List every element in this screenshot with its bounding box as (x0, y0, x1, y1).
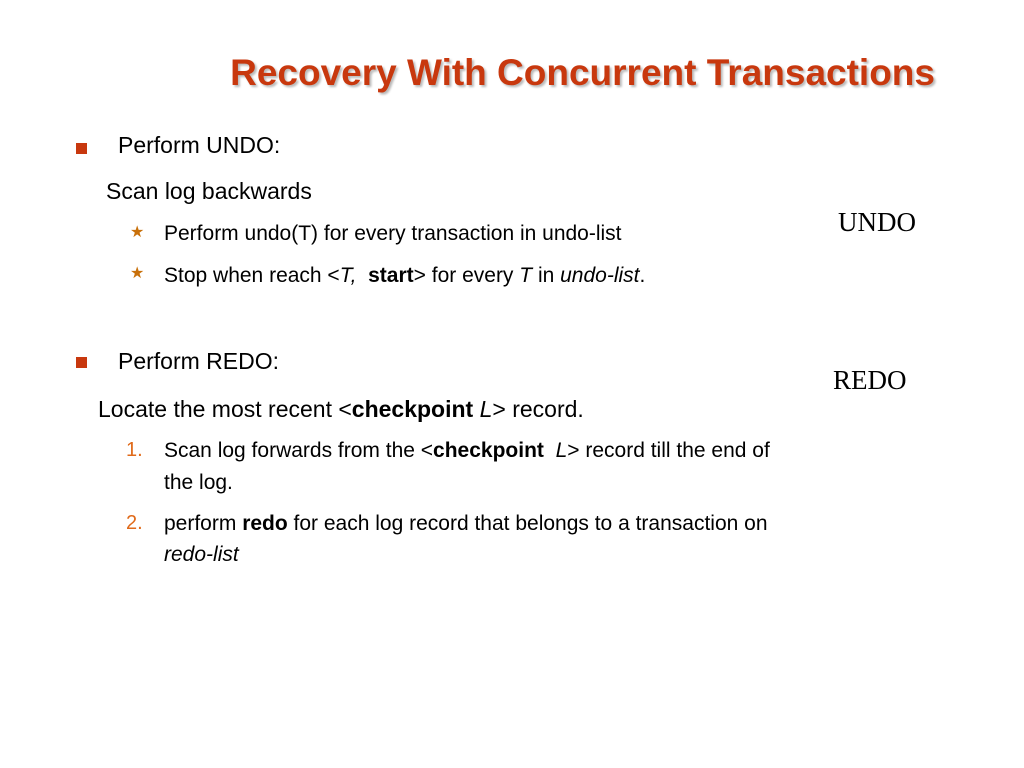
undo-heading: Perform UNDO: (118, 132, 281, 158)
square-bullet-icon (76, 143, 87, 154)
undo-item-2: Stop when reach <T, start> for every T i… (164, 264, 646, 287)
square-bullet-icon (76, 357, 87, 368)
list-number: 1. (126, 439, 143, 461)
list-number: 2. (126, 512, 143, 534)
slide-title: Recovery With Concurrent Transactions (230, 52, 935, 93)
undo-side-label: UNDO (838, 207, 916, 237)
undo-step: Scan log backwards (106, 178, 312, 204)
star-bullet-icon: ★ (130, 224, 145, 241)
star-bullet-icon: ★ (130, 265, 145, 282)
redo-item-2-line-1: perform redo for each log record that be… (164, 512, 768, 535)
redo-item-2-line-2: redo-list (164, 543, 239, 566)
redo-heading: Perform REDO: (118, 348, 280, 374)
redo-item-1-line-1: Scan log forwards from the <checkpoint L… (164, 439, 770, 462)
redo-side-label: REDO (833, 365, 907, 395)
redo-item-1-line-2: the log. (164, 471, 233, 494)
undo-item-1: Perform undo(T) for every transaction in… (164, 222, 622, 245)
redo-step: Locate the most recent <checkpoint L> re… (98, 396, 584, 422)
